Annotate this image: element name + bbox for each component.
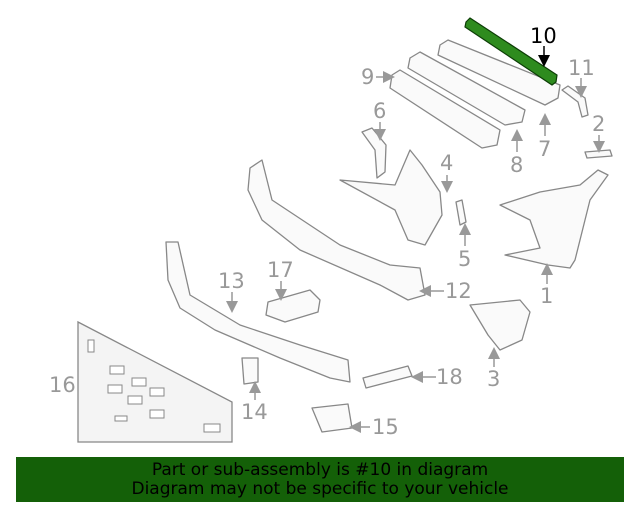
label-7: 7 [538, 137, 551, 161]
label-3: 3 [487, 367, 500, 391]
part-8[interactable] [407, 51, 526, 126]
label-15: 15 [372, 415, 399, 439]
part-3[interactable] [469, 299, 531, 351]
part-10-highlighted[interactable] [464, 17, 558, 86]
part-16-clips [87, 339, 221, 433]
part-5[interactable] [455, 199, 467, 226]
banner-line-2: Diagram may not be specific to your vehi… [131, 479, 509, 499]
label-2: 2 [592, 112, 605, 136]
part-16-panel[interactable] [77, 320, 233, 443]
label-6: 6 [373, 99, 386, 123]
label-11: 11 [568, 56, 595, 80]
label-5: 5 [458, 247, 471, 271]
label-12: 12 [445, 279, 472, 303]
label-8: 8 [510, 153, 523, 177]
part-7[interactable] [437, 39, 561, 106]
label-9: 9 [361, 65, 374, 89]
banner-line-1: Part or sub-assembly is #10 in diagram [151, 460, 489, 480]
part-6[interactable] [361, 127, 387, 179]
part-17[interactable] [265, 289, 321, 323]
label-16: 16 [49, 373, 76, 397]
label-18: 18 [436, 365, 463, 389]
part-11[interactable] [561, 85, 589, 118]
part-9[interactable] [389, 69, 501, 149]
label-14: 14 [241, 400, 268, 424]
label-17: 17 [267, 258, 294, 282]
part-15[interactable] [311, 403, 353, 433]
info-banner: Part or sub-assembly is #10 in diagram D… [16, 457, 624, 502]
label-13: 13 [218, 269, 245, 293]
label-4: 4 [440, 151, 453, 175]
part-2[interactable] [584, 149, 613, 159]
part-13[interactable] [165, 241, 351, 383]
part-4[interactable] [339, 149, 443, 246]
label-10: 10 [530, 24, 557, 48]
part-1[interactable] [499, 169, 609, 269]
part-18[interactable] [362, 365, 413, 389]
part-14[interactable] [241, 357, 259, 385]
label-1: 1 [540, 284, 553, 308]
